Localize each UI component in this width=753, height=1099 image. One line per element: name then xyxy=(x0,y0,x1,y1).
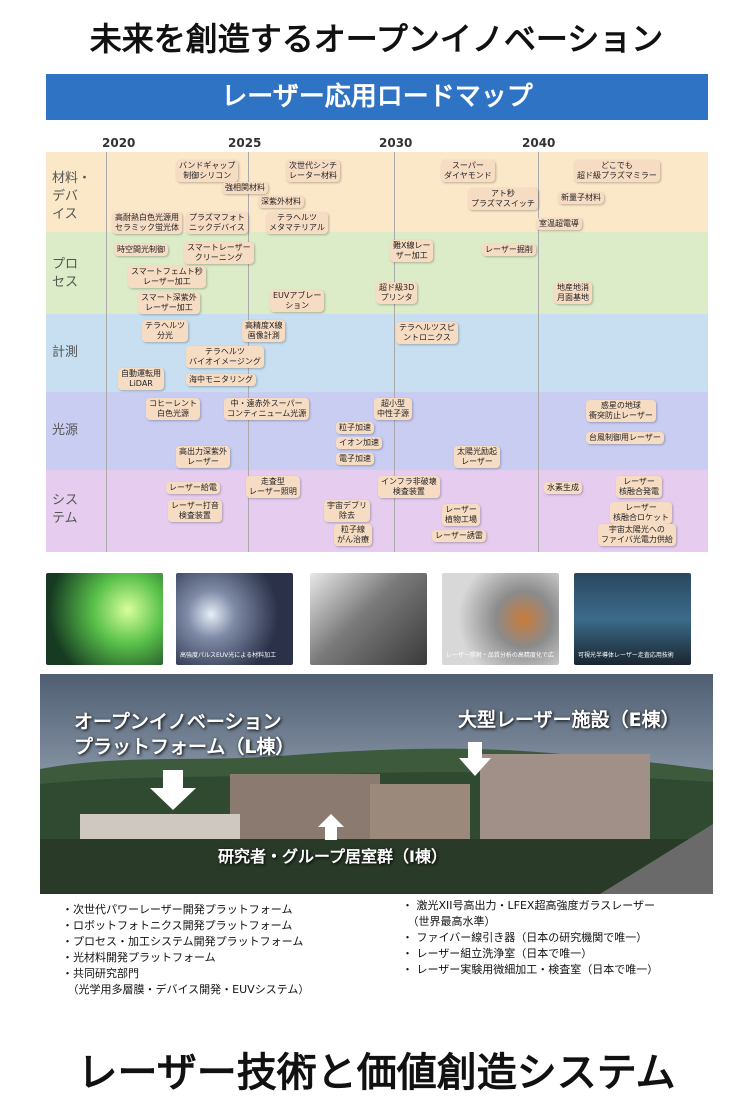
top-title: 未来を創造するオープンイノベーション xyxy=(89,20,664,58)
campus-photo: オープンイノベーション プラットフォーム（L棟） 大型レーザー施設（E棟） 研究… xyxy=(40,674,713,894)
roadmap-item: アト秒 プラズマスイッチ xyxy=(468,188,538,210)
list-item: ・ レーザー組立洗浄室（日本で唯一） xyxy=(402,947,593,960)
roadmap: レーザー応用ロードマップ 材料・ デバ イス プロ セス 計測 光源 シス テム… xyxy=(46,74,708,552)
year-label: 2025 xyxy=(228,136,262,150)
roadmap-item: 超ド級3D プリンタ xyxy=(376,282,418,304)
roadmap-item: 新量子材料 xyxy=(558,192,604,204)
roadmap-item: レーザー誘雷 xyxy=(432,530,486,542)
roadmap-item: テラヘルツ 分光 xyxy=(142,320,188,342)
roadmap-item: 海中モニタリング xyxy=(186,374,256,386)
list-item: ・光材料開発プラットフォーム xyxy=(62,951,216,964)
list-item: ・次世代パワーレーザー開発プラットフォーム xyxy=(62,903,293,916)
roadmap-item: 粒子加速 xyxy=(336,422,374,434)
list-item: ・共同研究部門 xyxy=(62,967,139,980)
roadmap-item: レーザー 核融合ロケット xyxy=(610,502,672,524)
row-label: 計測 xyxy=(52,345,79,360)
roadmap-item: レーザー給電 xyxy=(166,482,220,494)
year-gridline xyxy=(106,152,107,552)
arrow-down-icon xyxy=(150,770,196,810)
bottom-title: レーザー技術と価値創造システム xyxy=(77,1050,676,1096)
campus-illustration xyxy=(40,674,713,894)
roadmap-item: テラヘルツ メタマテリアル xyxy=(266,212,328,234)
roadmap-item: 室温超電導 xyxy=(536,218,582,230)
arrow-up-icon xyxy=(318,814,344,840)
roadmap-item: スマートフェムト秒 レーザー加工 xyxy=(128,266,206,288)
roadmap-item: インフラ非破壊 検査装置 xyxy=(378,476,440,498)
photo-optical-bench xyxy=(310,573,427,665)
roadmap-item: プラズマフォト ニックデバイス xyxy=(186,212,248,234)
row-label: 材料・ デバ イス xyxy=(52,171,92,222)
roadmap-item: 台風制御用レーザー xyxy=(586,432,664,444)
photo-strip: 高強度パルスEUV光による材料加工 レーザー照射・品質分析の高精度化で広く技術 … xyxy=(46,573,708,665)
roadmap-item: 宇宙デブリ 除去 xyxy=(324,500,370,522)
roadmap-item: テラヘルツスピ ントロニクス xyxy=(396,322,458,344)
row-label: プロ セス xyxy=(52,257,79,290)
roadmap-item: スーパー ダイヤモンド xyxy=(441,160,495,182)
year-gridline xyxy=(394,152,395,552)
roadmap-item: 高精度X線 画像計測 xyxy=(242,320,286,342)
roadmap-item: 粒子線 がん治療 xyxy=(334,524,372,546)
list-item: ・プロセス・加工システム開発プラットフォーム xyxy=(62,935,304,948)
label-e-building: 大型レーザー施設（E棟） xyxy=(458,709,680,731)
arrow-down-icon xyxy=(459,742,491,776)
roadmap-item: レーザー 植物工場 xyxy=(442,504,480,526)
row-label: 光源 xyxy=(52,423,79,438)
year-label: 2030 xyxy=(379,136,413,150)
roadmap-item: 次世代シンチ レーター材料 xyxy=(286,160,340,182)
roadmap-item: テラヘルツ バイオイメージング xyxy=(186,346,264,368)
label-i-building: 研究者・グループ居室群（I棟） xyxy=(218,847,447,866)
row-label: シス テム xyxy=(52,493,79,526)
list-item: ・ロボットフォトニクス開発プラットフォーム xyxy=(62,919,293,932)
photo-glove-sample: レーザー照射・品質分析の高精度化で広く技術 xyxy=(442,573,559,665)
roadmap-item: 自動運転用 LiDAR xyxy=(118,368,164,390)
roadmap-item: 電子加速 xyxy=(336,453,374,465)
roadmap-item: 水素生成 xyxy=(544,482,582,494)
roadmap-item: 難X線レー ザー加工 xyxy=(390,240,434,262)
roadmap-item: スマートレーザー クリーニング xyxy=(184,242,254,264)
photo-euv-processing: 高強度パルスEUV光による材料加工 xyxy=(176,573,293,665)
roadmap-header: レーザー応用ロードマップ xyxy=(46,74,708,120)
roadmap-item: イオン加速 xyxy=(336,437,382,449)
year-label: 2040 xyxy=(522,136,556,150)
roadmap-item: 走査型 レーザー照明 xyxy=(246,476,300,498)
year-label: 2020 xyxy=(102,136,136,150)
roadmap-item: 中・遠赤外スーパー コンティニューム光源 xyxy=(224,398,310,420)
roadmap-item: EUVアブレー ション xyxy=(270,290,325,312)
roadmap-item: 深紫外材料 xyxy=(258,196,304,208)
list-item: （光学用多層膜・デバイス開発・EUVシステム） xyxy=(62,983,310,996)
roadmap-item: 太陽光励起 レーザー xyxy=(454,446,500,468)
roadmap-item: 超小型 中性子源 xyxy=(374,398,412,420)
facility-list: ・ 激光XII号高出力・LFEX超高強度ガラスレーザー （世界最高水準） ・ フ… xyxy=(402,898,658,978)
roadmap-item: スマート深紫外 レーザー加工 xyxy=(138,292,200,314)
list-item: ・ 激光XII号高出力・LFEX超高強度ガラスレーザー xyxy=(402,899,656,912)
roadmap-item: 強相関材料 xyxy=(222,182,268,194)
platform-list: ・次世代パワーレーザー開発プラットフォーム ・ロボットフォトニクス開発プラットフ… xyxy=(62,902,309,998)
roadmap-item: レーザー打音 検査装置 xyxy=(168,500,222,522)
roadmap-item: 地産地消 月面基地 xyxy=(554,282,592,304)
label-l-building: オープンイノベーション プラットフォーム（L棟） xyxy=(74,711,295,758)
roadmap-item: レーザー 核融合発電 xyxy=(616,476,662,498)
year-gridline xyxy=(538,152,539,552)
roadmap-item: レーザー掘削 xyxy=(482,244,536,256)
roadmap-item: 高耐熱白色光源用 セラミック蛍光体 xyxy=(112,212,182,234)
roadmap-item: 高出力深紫外 レーザー xyxy=(176,446,230,468)
list-item: ・ レーザー実験用微細加工・検査室（日本で唯一） xyxy=(402,963,659,976)
roadmap-item: バンドギャップ 制御シリコン xyxy=(176,160,239,182)
roadmap-item: どこでも 超ド級プラズマミラー xyxy=(574,160,660,182)
roadmap-item: コヒーレント 白色光源 xyxy=(146,398,200,420)
photo-semiconductor-laser: 可視光半導体レーザー走査応用技術 xyxy=(574,573,691,665)
roadmap-item: 時空間光制御 xyxy=(114,244,168,256)
roadmap-item: 宇宙太陽光への ファイバ光電力供給 xyxy=(598,524,676,546)
photo-green-laser xyxy=(46,573,163,665)
roadmap-item: 惑星の地球 衝突防止レーザー xyxy=(586,400,656,422)
list-item: （世界最高水準） xyxy=(402,915,496,928)
list-item: ・ ファイバー線引き器（日本の研究機関で唯一） xyxy=(402,931,648,944)
row-system: シス テム xyxy=(46,470,708,552)
